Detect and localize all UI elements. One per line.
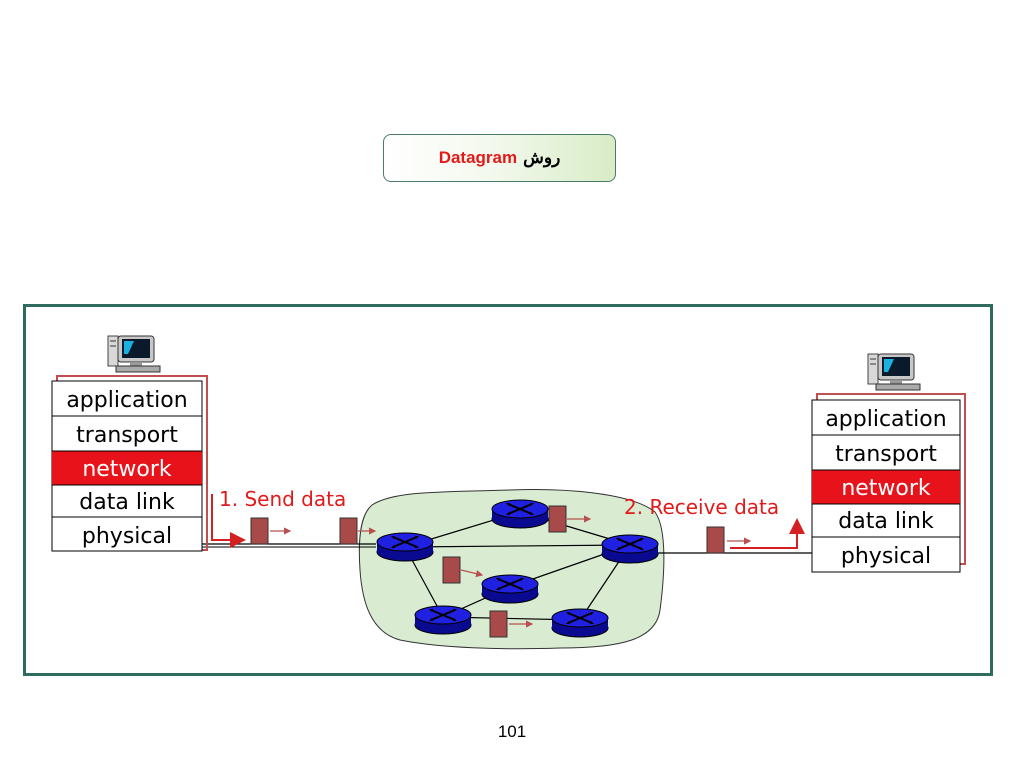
title-box: Datagram روش [383, 134, 616, 182]
receiver-layer-network: network [841, 476, 931, 501]
receive-label: 2. Receive data [624, 495, 779, 519]
computer-icon [867, 353, 921, 391]
receiver-layer-application: application [825, 407, 946, 432]
page-number: 101 [497, 722, 527, 741]
router-icon [491, 499, 549, 529]
packet-icon [442, 556, 484, 584]
router-icon [376, 532, 434, 562]
computer-icon [107, 335, 161, 373]
packet-icon [489, 610, 534, 638]
receiver-layer-data-link: data link [838, 509, 934, 534]
send-label: 1. Send data [219, 487, 346, 511]
sender-layer-physical: physical [82, 524, 172, 549]
router-icon [601, 534, 659, 564]
packet-icon [706, 526, 752, 554]
sender-layer-transport: transport [76, 423, 178, 448]
diagram-frame [23, 304, 993, 676]
packet-icon [548, 505, 592, 533]
sender-layer-network: network [82, 457, 172, 482]
title-suffix: روش [523, 148, 561, 167]
router-icon [481, 574, 539, 604]
receiver-layer-physical: physical [841, 544, 931, 569]
receiver-stack: application transport network data link … [811, 393, 966, 573]
receiver-layer-transport: transport [835, 442, 937, 467]
packet-icon [339, 517, 377, 545]
router-icon [551, 608, 609, 638]
packet-icon [250, 517, 292, 545]
sender-stack: application transport network data link … [51, 375, 208, 552]
sender-layer-data-link: data link [79, 490, 175, 515]
send-arrow [211, 494, 246, 548]
title-main: Datagram [438, 148, 518, 167]
receive-arrow [730, 518, 805, 549]
router-icon [414, 605, 472, 635]
sender-layer-application: application [66, 388, 187, 413]
